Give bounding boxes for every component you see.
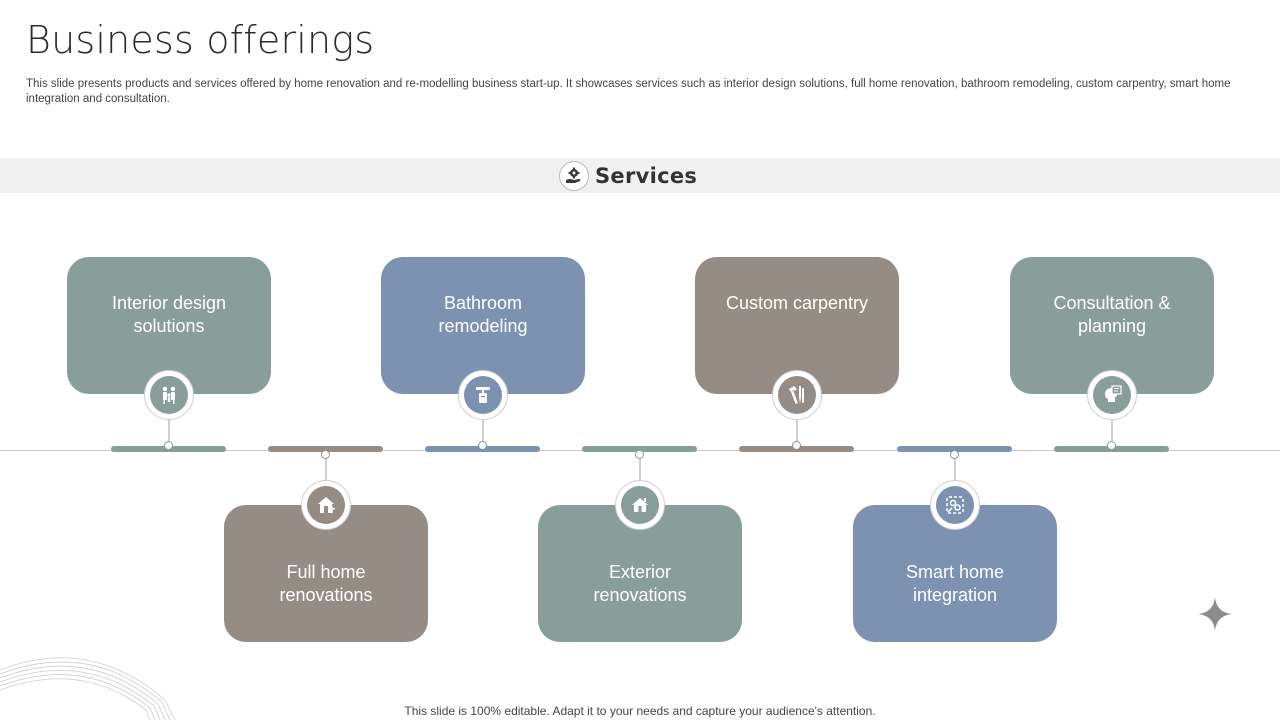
- timeline-node: [164, 441, 173, 450]
- service-icon-ring: [144, 370, 194, 420]
- connector: [639, 454, 641, 482]
- head-plan-icon: [1093, 376, 1131, 414]
- connector: [482, 418, 484, 446]
- page-subtitle: This slide presents products and service…: [26, 78, 1231, 105]
- smart-home-icon: [936, 486, 974, 524]
- family-icon: [150, 376, 188, 414]
- services-heading: Services: [595, 163, 698, 188]
- page-title: Business offerings: [26, 18, 375, 62]
- service-label: Bathroom remodeling: [438, 293, 528, 336]
- timeline-node: [1107, 441, 1116, 450]
- service-icon-ring: [772, 370, 822, 420]
- sparkle-icon: [1198, 597, 1232, 631]
- connector: [168, 418, 170, 446]
- timeline-segment: [582, 446, 697, 452]
- service-label: Smart home integration: [905, 562, 1005, 605]
- tools-icon: [778, 376, 816, 414]
- connector: [796, 418, 798, 446]
- service-icon-ring: [1087, 370, 1137, 420]
- timeline-node: [478, 441, 487, 450]
- timeline-node: [950, 450, 959, 459]
- service-icon-ring: [301, 480, 351, 530]
- timeline-node: [321, 450, 330, 459]
- service-label: Interior design solutions: [111, 293, 227, 336]
- service-icon-ring: [615, 480, 665, 530]
- timeline-node: [792, 441, 801, 450]
- service-label: Consultation & planning: [1053, 293, 1171, 336]
- connector: [954, 454, 956, 482]
- timeline-segment: [268, 446, 383, 452]
- service-icon-ring: [930, 480, 980, 530]
- connector: [1111, 418, 1113, 446]
- timeline-node: [635, 450, 644, 459]
- connector: [325, 454, 327, 482]
- services-band: Services: [0, 158, 1280, 193]
- house-renovation-icon: [307, 486, 345, 524]
- service-label: Custom carpentry: [725, 293, 869, 313]
- service-icon-ring: [458, 370, 508, 420]
- shower-icon: [464, 376, 502, 414]
- decorative-wave-graphic: [0, 657, 176, 720]
- service-label: Full home renovations: [279, 562, 373, 605]
- timeline-segment: [897, 446, 1012, 452]
- hand-gear-icon: [559, 160, 589, 191]
- service-label: Exterior renovations: [593, 562, 687, 605]
- footer-note: This slide is 100% editable. Adapt it to…: [404, 704, 876, 718]
- service-card-smart-home: Smart home integration: [853, 505, 1057, 642]
- house-exterior-icon: [621, 486, 659, 524]
